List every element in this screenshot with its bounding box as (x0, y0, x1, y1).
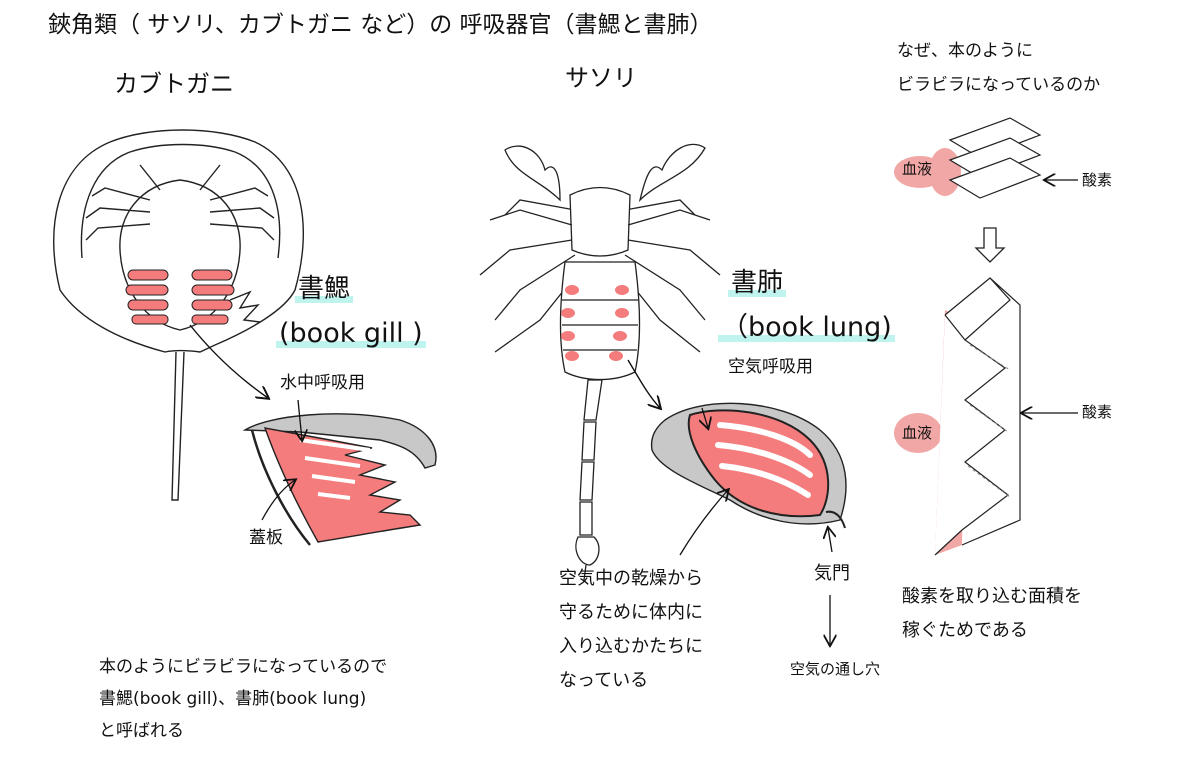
why-question: なぜ、本のように ビラビラになっているのか (897, 41, 1101, 95)
why-answer: 酸素を取り込む面積を 稼ぐためである (902, 586, 1082, 641)
book-lung-en-label: （book lung) (718, 312, 895, 344)
spiracle-label: 気門 (814, 563, 850, 584)
down-arrow-icon (974, 227, 1006, 263)
blood-label-top: 血液 (902, 160, 933, 178)
stacked-plates-illustration (894, 117, 1078, 199)
book-lung-cross-section (650, 402, 847, 529)
horseshoe-crab-label: カブトガニ (114, 70, 234, 98)
page-title: 鋏角類（ サソリ、カブトガニ など）の 呼吸器官（書鰓と書肺） (48, 12, 713, 38)
air-hole-label: 空気の通し穴 (790, 660, 881, 678)
book-gill-cross-section (242, 413, 437, 546)
oxygen-label-bottom: 酸素 (1082, 403, 1113, 421)
scorpion-illustration (479, 143, 721, 581)
air-breathing-label: 空気呼吸用 (728, 357, 813, 377)
bottom-note: 本のようにビラビラになっているので 書鰓(book gill)、書肺(book … (99, 657, 388, 741)
operculum-label: 蓋板 (249, 528, 283, 548)
book-lung-jp-label: 書肺 (728, 268, 787, 299)
scorpion-label: サソリ (565, 64, 637, 92)
folded-membrane-illustration (894, 277, 1078, 556)
horseshoe-crab-illustration (53, 129, 304, 501)
blood-label-bottom: 血液 (902, 424, 933, 442)
book-gill-en-label: (book gill ) (276, 318, 426, 350)
scorpion-note: 空気中の乾燥から 守るために体内に 入り込むかたちに なっている (559, 568, 703, 691)
underwater-breathing-label: 水中呼吸用 (280, 373, 365, 393)
oxygen-label-top: 酸素 (1082, 171, 1113, 189)
book-gill-jp-label: 書鰓 (295, 274, 354, 305)
